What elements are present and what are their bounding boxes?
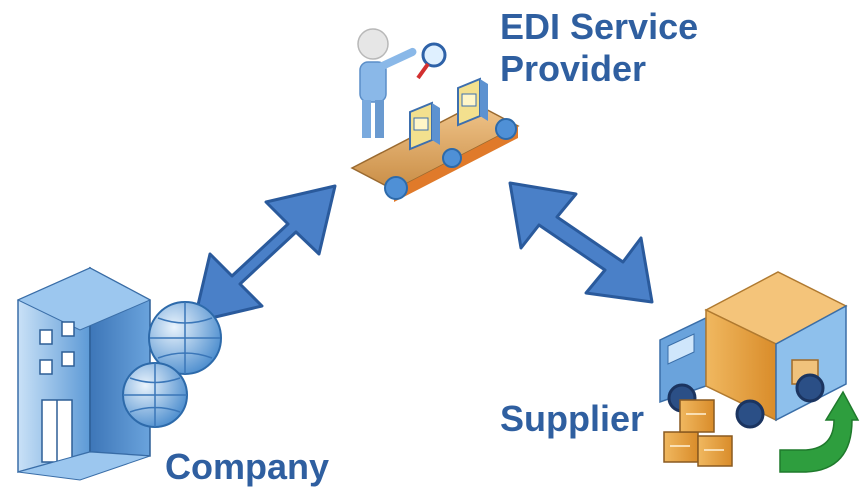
company-provider-arrow	[192, 184, 337, 324]
edi-provider-label-line1: EDI Service	[500, 6, 699, 47]
supplier-label: Supplier	[500, 398, 645, 439]
company-building-icon	[16, 266, 222, 481]
edi-provider-label-line2: Provider	[500, 48, 647, 89]
return-arrow-icon	[779, 390, 860, 473]
provider-supplier-arrow	[508, 181, 654, 304]
company-label: Company	[165, 446, 330, 487]
edi-provider-label: EDI Service Provider	[500, 6, 698, 90]
supplier-truck-icon	[659, 271, 860, 473]
edi-provider-icon	[350, 28, 520, 202]
